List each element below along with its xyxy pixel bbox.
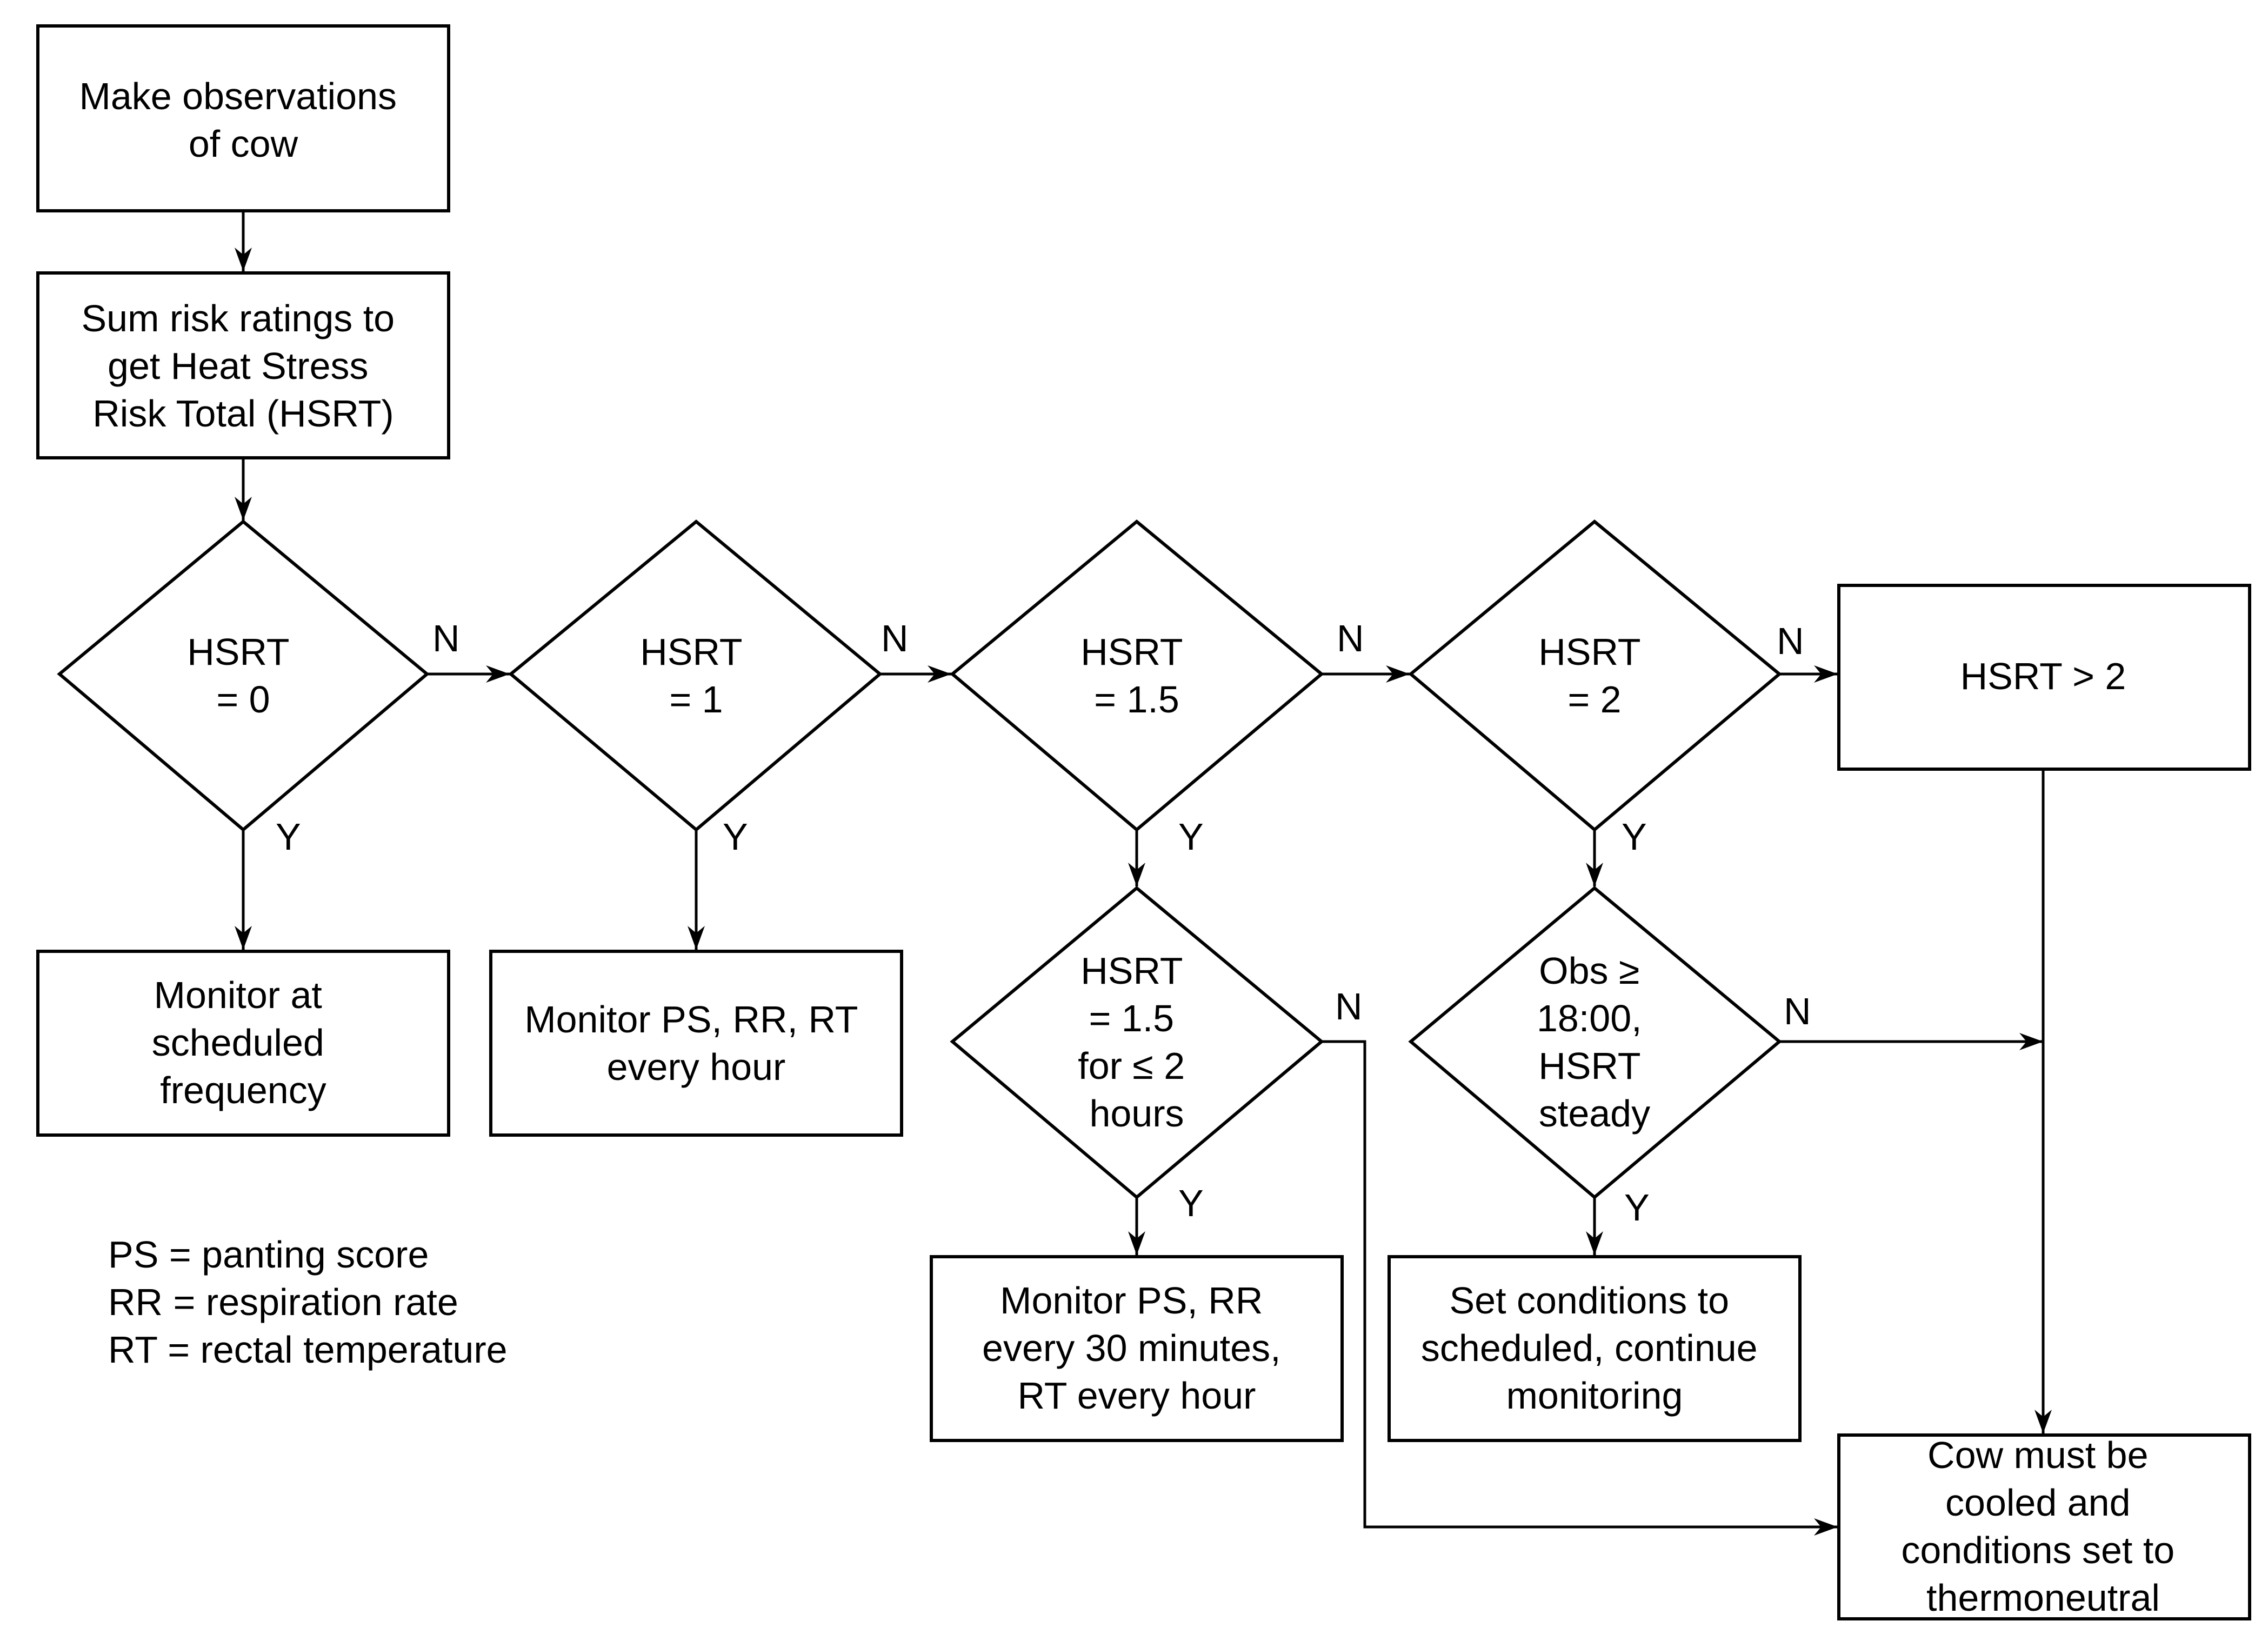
monitor-sched-line-1: Monitor at — [154, 974, 322, 1016]
monitor30-line-1: Monitor PS, RR — [1000, 1279, 1263, 1322]
monitor-hour-line-2: every hour — [607, 1046, 786, 1088]
obs-line-1: Obs ≥ — [1539, 950, 1639, 992]
svg-text:HSRT = 2: HSRT = 2 — [1538, 631, 1650, 721]
decision-obs-steady: Obs ≥ 18:00, HSRT steady — [1408, 886, 1782, 1199]
svg-text:HSRT > 2: HSRT > 2 — [1960, 655, 2126, 697]
svg-text:Monitor PS, RR every 30: Monitor PS, RR every 30 minutes, RT ever… — [982, 1279, 1291, 1417]
hsrt1-line-1: HSRT — [640, 631, 742, 673]
sum-line-3: Risk Total (HSRT) — [92, 392, 394, 435]
label-yes-hsrt0: Y — [276, 816, 301, 858]
svg-text:Monitor at scheduled: Monitor at scheduled frequency — [152, 974, 335, 1111]
set-sched-line-3: monitoring — [1506, 1375, 1683, 1417]
legend: PS = panting score RR = respiration rate… — [108, 1233, 508, 1371]
svg-text:HSRT = 1: HSRT = 1 — [640, 631, 752, 721]
monitor-sched-line-2: scheduled — [152, 1022, 324, 1064]
cool-line-2: cooled and — [1945, 1482, 2131, 1524]
duration-line-3: for ≤ 2 — [1078, 1045, 1185, 1087]
svg-text:HSRT = 0: HSRT = 0 — [187, 631, 299, 721]
hsrt15-line-2: = 1.5 — [1094, 678, 1179, 721]
edges — [235, 211, 2052, 1536]
legend-item-rr: RR = respiration rate — [108, 1281, 458, 1323]
svg-text:HSRT = 1.5 for ≤ 2: HSRT = 1.5 for ≤ 2 hours — [1078, 950, 1195, 1135]
label-yes-obs: Y — [1624, 1186, 1650, 1229]
hsrt15-line-1: HSRT — [1080, 631, 1183, 673]
label-no-hsrt1: N — [881, 617, 909, 659]
node-observe: Make observations of cow — [36, 24, 450, 212]
label-no-hsrt15: N — [1337, 617, 1364, 659]
decision-hsrt-1: HSRT = 1 — [508, 519, 883, 832]
edge-labels: N N N N Y Y Y Y N N Y Y — [276, 617, 1811, 1229]
duration-line-4: hours — [1089, 1092, 1184, 1135]
svg-text:Set conditions to schedu: Set conditions to scheduled, continue mo… — [1421, 1279, 1768, 1417]
hsrt2-line-1: HSRT — [1538, 631, 1640, 673]
decision-hsrt-duration: HSRT = 1.5 for ≤ 2 hours — [950, 886, 1324, 1199]
hsrt2-line-2: = 2 — [1567, 678, 1621, 721]
observe-line-1: Make observations — [79, 75, 397, 117]
decision-hsrt-1-5: HSRT = 1.5 — [950, 519, 1324, 832]
legend-item-ps: PS = panting score — [108, 1233, 429, 1276]
edge-duration-no — [1322, 1040, 1838, 1536]
obs-line-2: 18:00, — [1537, 997, 1642, 1039]
node-monitor-30min: Monitor PS, RR every 30 minutes, RT ever… — [930, 1255, 1344, 1442]
node-sum: Sum risk ratings to get Heat Stress Risk… — [36, 271, 450, 459]
sum-line-1: Sum risk ratings to — [81, 297, 395, 339]
duration-line-1: HSRT — [1080, 950, 1183, 992]
gt2-line-1: HSRT > 2 — [1960, 655, 2126, 697]
svg-text:Monitor PS, RR, RT every: Monitor PS, RR, RT every hour — [524, 998, 868, 1088]
label-no-duration: N — [1335, 985, 1363, 1028]
monitor-sched-line-3: frequency — [160, 1069, 326, 1111]
svg-text:Obs ≥ 18:00, HSRT: Obs ≥ 18:00, HSRT steady — [1537, 950, 1652, 1135]
label-no-obs: N — [1784, 990, 1811, 1032]
obs-line-3: HSRT — [1538, 1045, 1640, 1087]
set-sched-line-2: scheduled, continue — [1421, 1327, 1758, 1369]
label-no-hsrt2: N — [1777, 620, 1804, 662]
observe-line-2: of cow — [189, 123, 298, 165]
monitor-hour-line-1: Monitor PS, RR, RT — [524, 998, 857, 1040]
node-monitor-hourly: Monitor PS, RR, RT every hour — [489, 950, 903, 1137]
node-set-scheduled: Set conditions to scheduled, continue mo… — [1388, 1255, 1802, 1442]
node-hsrt-gt-2: HSRT > 2 — [1837, 584, 2251, 771]
hsrt0-line-2: = 0 — [216, 678, 270, 721]
label-yes-hsrt2: Y — [1622, 816, 1647, 858]
set-sched-line-1: Set conditions to — [1449, 1279, 1729, 1322]
cool-line-3: conditions set to — [1901, 1529, 2174, 1571]
label-no-hsrt0: N — [432, 617, 460, 659]
decision-hsrt-2: HSRT = 2 — [1408, 519, 1782, 832]
monitor30-line-2: every 30 minutes, — [982, 1327, 1280, 1369]
sum-line-2: get Heat Stress — [108, 345, 368, 387]
node-cool: Cow must be cooled and conditions set to… — [1837, 1433, 2251, 1620]
duration-line-2: = 1.5 — [1089, 997, 1174, 1039]
node-monitor-scheduled: Monitor at scheduled frequency — [36, 950, 450, 1137]
svg-text:Make observations of cow: Make observations of cow — [79, 75, 408, 165]
decision-hsrt-0: HSRT = 0 — [57, 519, 430, 832]
cool-line-1: Cow must be — [1927, 1434, 2148, 1476]
monitor30-line-3: RT every hour — [1018, 1375, 1256, 1417]
obs-line-4: steady — [1539, 1092, 1650, 1135]
hsrt1-line-2: = 1 — [669, 678, 723, 721]
svg-text:HSRT = 1.5: HSRT = 1.5 — [1080, 631, 1192, 721]
cool-line-4: thermoneutral — [1926, 1577, 2160, 1619]
legend-item-rt: RT = rectal temperature — [108, 1329, 508, 1371]
label-yes-hsrt1: Y — [723, 816, 748, 858]
hsrt0-line-1: HSRT — [187, 631, 289, 673]
label-yes-duration: Y — [1178, 1182, 1204, 1224]
svg-text:Cow must be cooled and: Cow must be cooled and conditions set to… — [1901, 1434, 2185, 1619]
label-yes-hsrt15: Y — [1178, 816, 1204, 858]
svg-text:Sum risk ratings to get: Sum risk ratings to get Heat Stress Risk… — [81, 297, 405, 435]
